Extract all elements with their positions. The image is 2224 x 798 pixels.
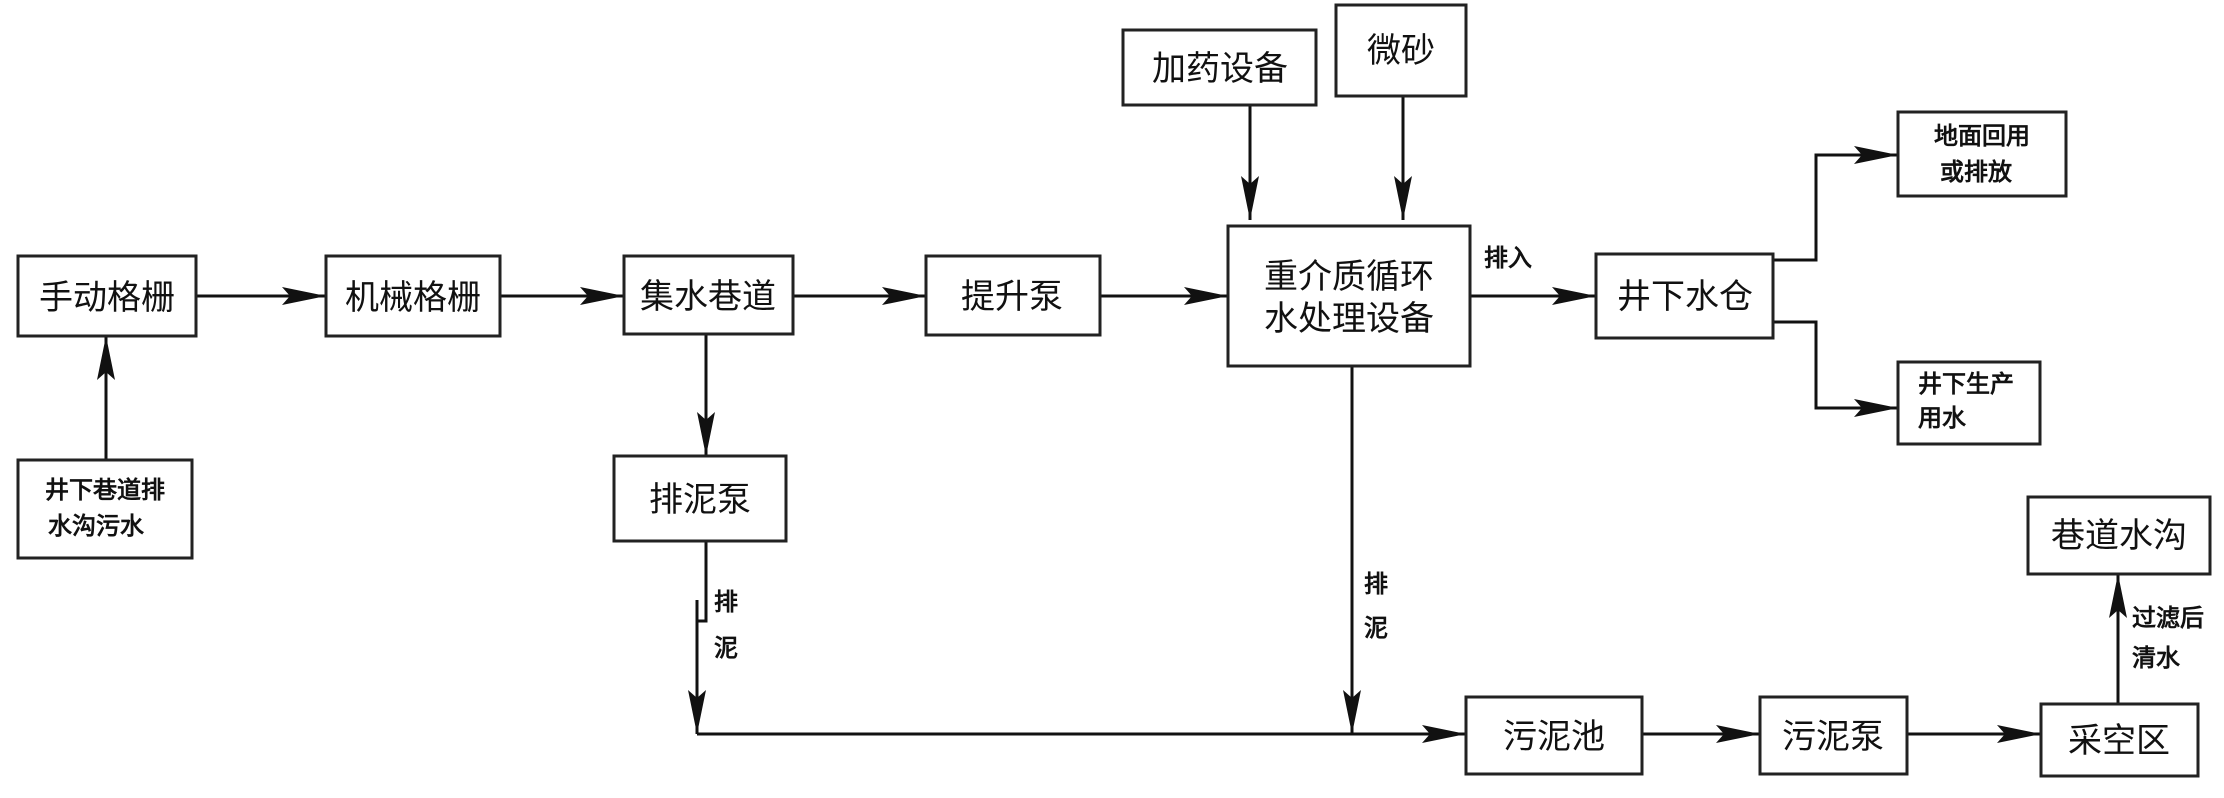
- node-label-line1: 井下巷道排: [45, 476, 165, 504]
- node-label-line1: 地面回用: [1934, 122, 2030, 150]
- node-sewage-source: 井下巷道排 水沟污水: [16, 458, 194, 560]
- node-mech-grate: 机械格栅: [324, 254, 502, 338]
- edge-label-into-sump: 排入: [1484, 244, 1532, 272]
- node-sump: 井下水仓: [1594, 252, 1775, 340]
- node-label: 集水巷道: [640, 277, 776, 317]
- node-collect-tunnel: 集水巷道: [622, 254, 795, 336]
- node-ditch: 巷道水沟: [2026, 495, 2212, 576]
- node-lift-pump: 提升泵: [924, 254, 1102, 337]
- node-label: 提升泵: [961, 277, 1063, 317]
- node-sludge-pond: 污泥池: [1464, 695, 1644, 776]
- node-production-water: 井下生产 用水: [1896, 360, 2042, 446]
- node-dosing: 加药设备: [1121, 28, 1318, 107]
- node-label: 微砂: [1367, 31, 1435, 71]
- node-label: 污泥池: [1503, 717, 1605, 757]
- node-goaf: 采空区: [2039, 702, 2200, 778]
- node-manual-grate: 手动格栅: [16, 254, 198, 338]
- node-label: 加药设备: [1152, 49, 1288, 89]
- edge-label-filtered-a: 过滤后: [2132, 604, 2204, 632]
- node-label-line2: 用水: [1918, 404, 1967, 432]
- node-label: 采空区: [2068, 721, 2170, 761]
- edge-label-discharge-2-a: 排: [1364, 570, 1388, 598]
- edge-label-discharge-1-a: 排: [714, 588, 738, 616]
- node-label: 污泥泵: [1782, 717, 1884, 757]
- node-label-line2: 水沟污水: [48, 512, 145, 540]
- node-label: 排泥泵: [649, 480, 751, 520]
- node-microsand: 微砂: [1334, 3, 1468, 98]
- node-label-line1: 重介质循环: [1264, 257, 1434, 297]
- node-label-line2: 或排放: [1940, 158, 2013, 186]
- edge-sludgepump-discharge: [697, 541, 708, 623]
- edge-sump-to-surface: [1773, 146, 1898, 262]
- node-label: 井下水仓: [1617, 277, 1753, 317]
- node-sludge-pump-1: 排泥泵: [612, 454, 788, 543]
- edge-sump-to-production: [1773, 320, 1898, 417]
- node-label: 机械格栅: [345, 278, 481, 318]
- node-label: 巷道水沟: [2051, 516, 2187, 556]
- node-label-line1: 井下生产: [1918, 370, 2014, 398]
- node-label: 手动格栅: [39, 278, 175, 318]
- edge-label-discharge-2-b: 泥: [1364, 614, 1388, 642]
- edge-label-filtered-b: 清水: [2132, 644, 2181, 672]
- node-sludge-pump-2: 污泥泵: [1758, 695, 1909, 776]
- connectors: [97, 68, 2127, 743]
- node-treatment: 重介质循环 水处理设备: [1226, 224, 1472, 368]
- node-label-line2: 水处理设备: [1264, 299, 1434, 339]
- node-surface-reuse: 地面回用 或排放: [1896, 110, 2068, 198]
- edge-label-discharge-1-b: 泥: [714, 634, 738, 662]
